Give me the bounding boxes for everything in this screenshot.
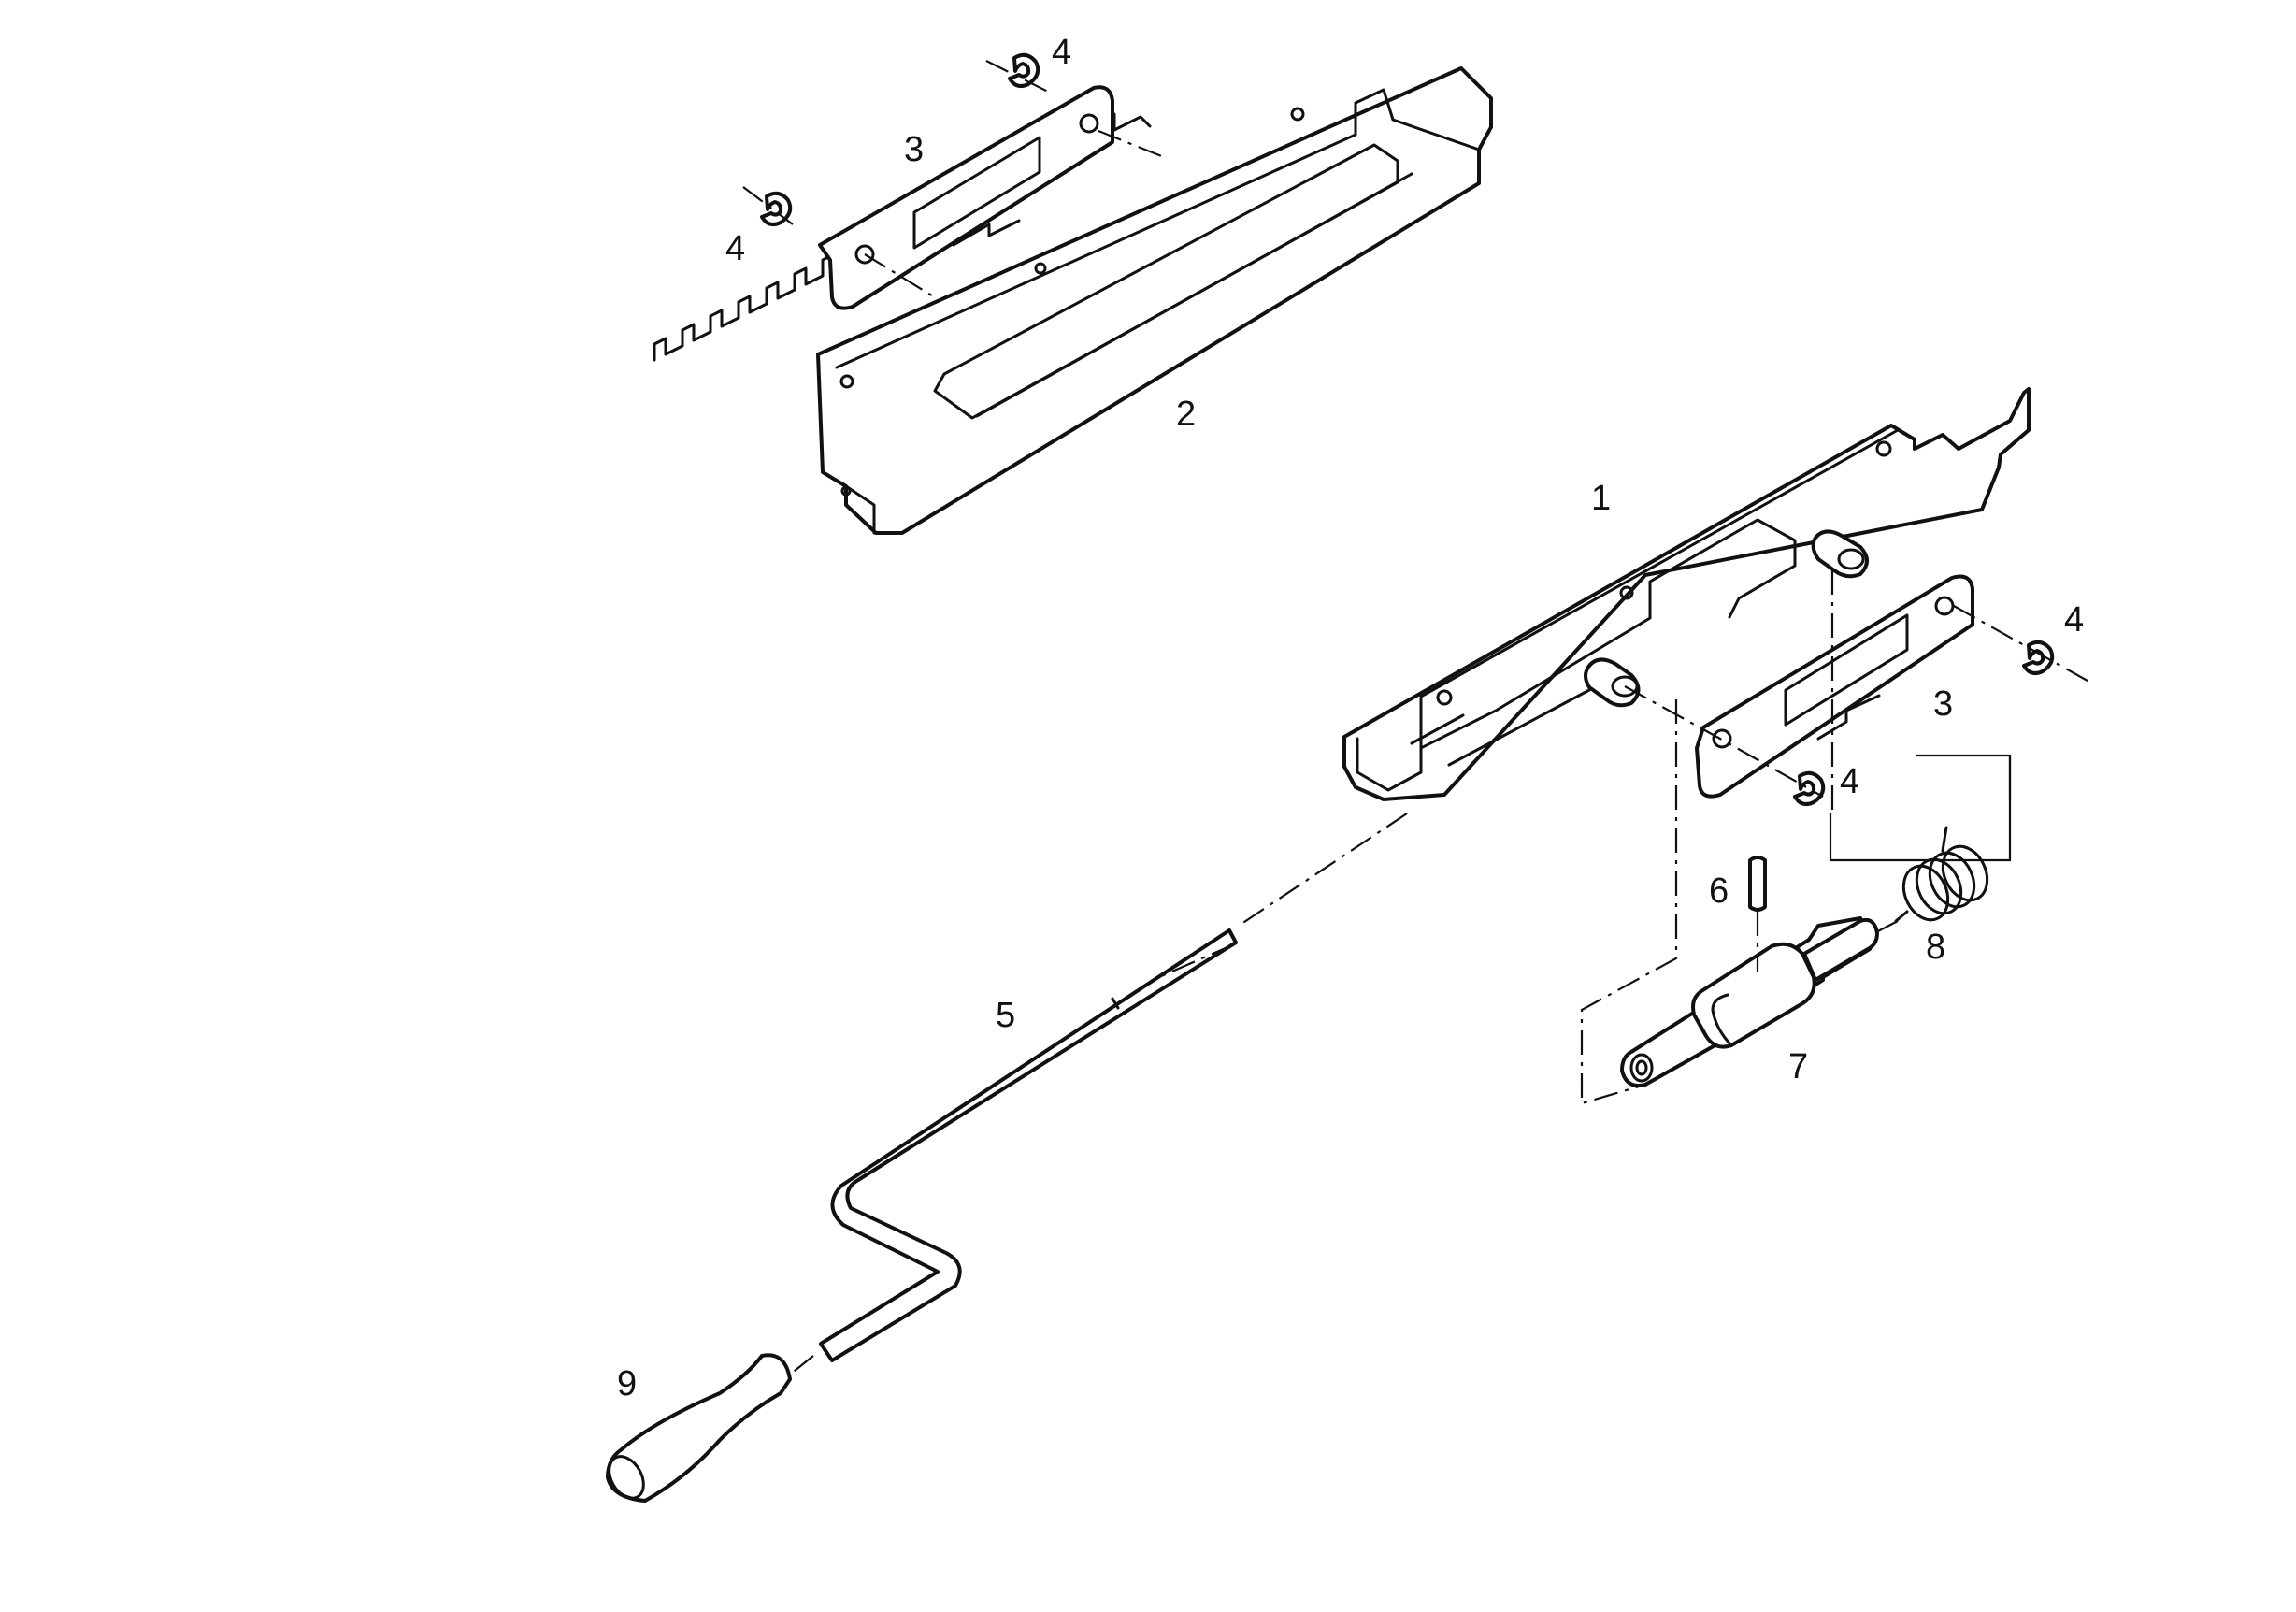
callout-6: 6 xyxy=(1709,871,1729,911)
spring-part-8 xyxy=(1894,826,1989,923)
clip-upper-a-part-4 xyxy=(1008,52,1040,88)
slide-plate-upper-part-3 xyxy=(818,85,1114,310)
rail-lower-part-1 xyxy=(1342,387,2031,801)
assembly-leader-lines xyxy=(742,60,2095,1375)
pin-part-6 xyxy=(1748,856,1767,912)
callout-7: 7 xyxy=(1788,1047,1808,1087)
handle-grip-part-9 xyxy=(606,1353,792,1503)
sub-assembly-bracket xyxy=(1829,754,2012,862)
callout-3-upper: 3 xyxy=(904,130,924,169)
callout-4-upper-a: 4 xyxy=(1052,33,1071,72)
slide-plate-lower-part-3 xyxy=(1695,574,1974,799)
callout-8: 8 xyxy=(1926,928,1945,967)
callout-4-upper-b: 4 xyxy=(725,229,745,268)
callout-9: 9 xyxy=(617,1364,637,1403)
callout-4-lower-b: 4 xyxy=(1840,762,1859,801)
callout-3-lower: 3 xyxy=(1933,684,1953,724)
callout-2: 2 xyxy=(1176,395,1196,434)
crank-rod-part-5 xyxy=(819,928,1238,1362)
callout-4-lower-a: 4 xyxy=(2064,600,2084,640)
callout-1: 1 xyxy=(1591,479,1611,518)
shaft-part-7 xyxy=(1620,916,1879,1087)
callout-5: 5 xyxy=(996,996,1015,1035)
clip-lower-b-part-4 xyxy=(1793,770,1826,806)
